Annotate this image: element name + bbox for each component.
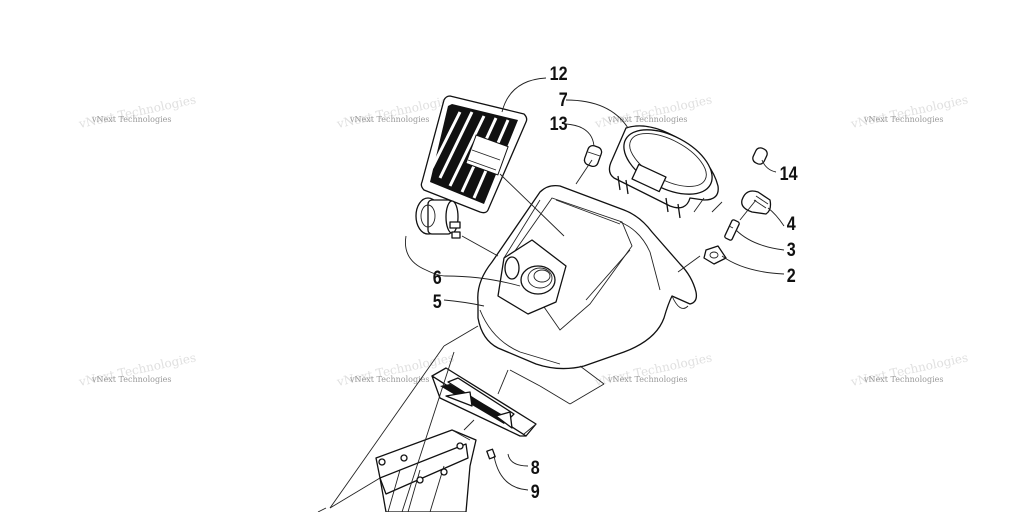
part-7-gauge (608, 125, 719, 219)
callout-2: 2 (787, 265, 796, 287)
accessory-outlet (415, 197, 461, 239)
callout-12: 12 (550, 63, 568, 85)
watermark: vNext Technologies (849, 92, 969, 131)
callout-labels: 12 7 13 14 4 3 2 6 5 8 9 (433, 63, 798, 503)
part-13-bulb (583, 144, 603, 168)
watermark-text: vNext Technologies (607, 115, 687, 124)
watermark-text: vNext Technologies (607, 375, 687, 384)
watermark-shadow-text: vNext Technologies (77, 92, 197, 131)
part-4-key-knob (741, 190, 772, 215)
watermark: vNext Technologies (77, 92, 197, 131)
callout-13: 13 (550, 113, 568, 135)
part-14-bulb (752, 147, 768, 165)
part-2-switch (703, 245, 727, 265)
watermark-text: vNext Technologies (349, 115, 429, 124)
part-6-grommet (497, 239, 567, 315)
callout-3: 3 (787, 239, 796, 261)
watermark-text: vNext Technologies (91, 115, 171, 124)
callout-9: 9 (531, 481, 540, 503)
part-3-key (724, 219, 740, 241)
callout-14: 14 (780, 163, 798, 185)
watermark-text: vNext Technologies (863, 115, 943, 124)
callout-6: 6 (433, 267, 442, 289)
part-5-pod-housing (477, 184, 698, 370)
watermark-text: vNext Technologies (91, 375, 171, 384)
part-12-decal (420, 95, 528, 214)
watermark-text: vNext Technologies (863, 375, 943, 384)
mounting-bracket (317, 429, 477, 512)
watermark-text: vNext Technologies (349, 375, 429, 384)
callout-8: 8 (531, 457, 540, 479)
watermark-shadow-text: vNext Technologies (849, 92, 969, 131)
callout-4: 4 (787, 213, 796, 235)
watermark: vNext Technologies (593, 92, 713, 131)
part-8-bezel-frame (431, 367, 537, 437)
callout-5: 5 (433, 291, 442, 313)
callout-7: 7 (559, 89, 568, 111)
part-9-screw (486, 448, 496, 460)
watermark-shadow-text: vNext Technologies (593, 92, 713, 131)
leader-lines (329, 77, 785, 512)
